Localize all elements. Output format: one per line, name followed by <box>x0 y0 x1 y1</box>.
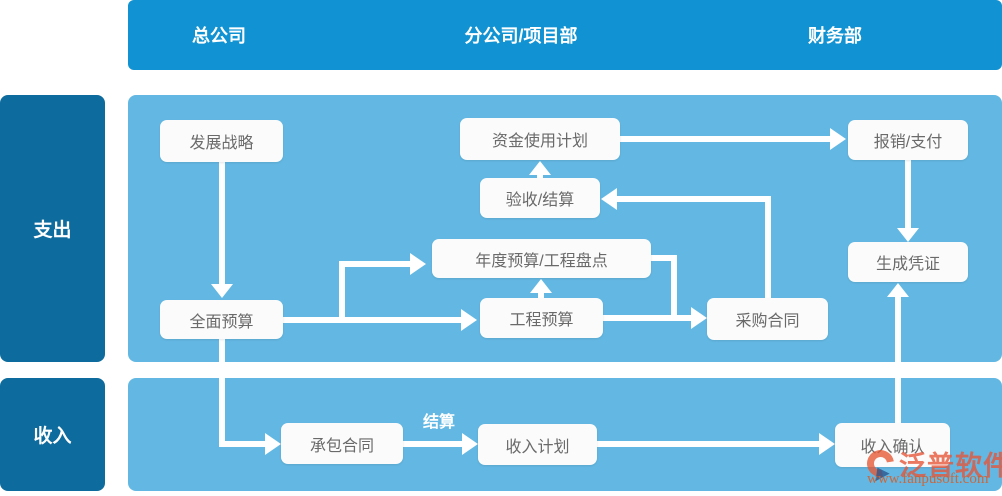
arrowhead-up-fund-plan <box>529 161 551 175</box>
flow-line-annual-down <box>671 255 677 321</box>
arrowhead-down-voucher <box>897 228 919 242</box>
arrowhead-up-voucher <box>887 283 909 297</box>
arrowhead-right-purchase-contract <box>691 307 707 329</box>
flow-line-branch-right <box>339 261 411 267</box>
flow-line-incomeplan-to-incomeconfirm <box>597 441 821 447</box>
node-acceptance-settlement: 验收/结算 <box>480 178 600 218</box>
row-header-income: 收入 <box>0 378 105 491</box>
flow-line-overall-down <box>219 339 225 444</box>
node-contracting-contract: 承包合同 <box>281 423 403 464</box>
flow-line-overall-to-contract <box>219 441 267 447</box>
node-purchase-contract: 采购合同 <box>707 298 828 340</box>
flow-line-project-to-purchase <box>603 315 693 321</box>
row-header-expense-label: 支出 <box>33 220 72 241</box>
flow-line-strategy-to-overall <box>219 162 225 284</box>
flow-line-project-to-annual <box>538 291 544 298</box>
column-header-branch-project: 分公司/项目部 <box>464 26 578 46</box>
node-overall-budget: 全面预算 <box>160 300 283 339</box>
flow-line-purchase-to-acceptance <box>615 196 771 202</box>
flow-line-reimburse-to-voucher <box>905 160 911 228</box>
watermark-brand: 泛普软件 <box>899 451 1002 481</box>
row-header-income-label: 收入 <box>33 426 72 447</box>
node-fund-usage-plan: 资金使用计划 <box>460 118 620 160</box>
arrowhead-right-contract <box>265 433 281 455</box>
node-generate-voucher: 生成凭证 <box>848 242 968 282</box>
arrowhead-right-annual-budget <box>410 253 426 275</box>
node-development-strategy: 发展战略 <box>160 120 283 162</box>
node-annual-budget-inventory: 年度预算/工程盘点 <box>432 239 651 278</box>
node-reimburse-pay: 报销/支付 <box>848 120 968 160</box>
flow-line-acceptance-to-fundplan <box>537 173 543 178</box>
node-project-budget: 工程预算 <box>480 298 603 338</box>
watermark-url: www.fanpusoft.com <box>867 471 989 487</box>
arrowhead-left-acceptance <box>601 188 617 210</box>
arrowhead-up-annual-budget <box>530 279 552 293</box>
flow-line-fundplan-to-reimburse <box>620 136 832 142</box>
column-header-bar: 总公司 分公司/项目部 财务部 <box>128 0 1002 70</box>
column-header-head-office: 总公司 <box>192 26 246 46</box>
flow-line-contract-to-incomeplan <box>403 441 464 447</box>
flow-line-overall-to-project <box>283 317 461 323</box>
node-income-confirm: 收入确认 <box>835 423 950 467</box>
flow-line-purchase-up <box>765 199 771 298</box>
column-header-finance-dept: 财务部 <box>808 26 862 46</box>
flow-line-incomeconfirm-to-voucher <box>895 295 901 423</box>
node-income-plan: 收入计划 <box>478 424 597 465</box>
row-header-expense: 支出 <box>0 95 105 362</box>
flow-line-annual-right <box>651 255 677 261</box>
arrowhead-right-project-budget <box>461 309 477 331</box>
arrowhead-right-income-plan <box>462 433 478 455</box>
arrowhead-down-overall-budget <box>211 284 233 298</box>
flow-line-branch-up <box>339 261 345 323</box>
arrowhead-right-income-confirm <box>819 433 835 455</box>
arrowhead-right-reimburse <box>830 128 846 150</box>
edge-label-settlement: 结算 <box>422 414 455 431</box>
